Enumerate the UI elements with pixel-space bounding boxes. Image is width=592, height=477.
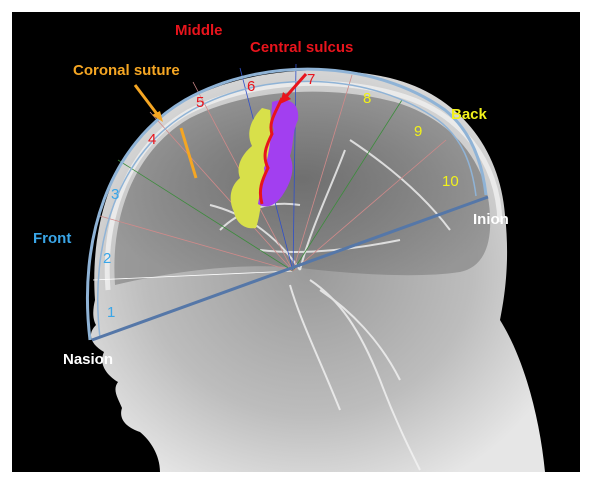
label-central-sulcus: Central sulcus — [250, 39, 353, 56]
label-front: Front — [33, 230, 71, 247]
segment-6: 6 — [247, 78, 255, 95]
segment-8: 8 — [363, 90, 371, 107]
segment-3: 3 — [111, 186, 119, 203]
segment-7: 7 — [307, 71, 315, 88]
segment-2: 2 — [103, 250, 111, 267]
label-inion: Inion — [473, 211, 509, 228]
label-back: Back — [451, 106, 488, 123]
label-coronal-suture: Coronal suture — [73, 62, 180, 79]
segment-9: 9 — [414, 123, 422, 140]
label-middle: Middle — [175, 22, 223, 39]
label-nasion: Nasion — [63, 351, 113, 368]
segment-1: 1 — [107, 304, 115, 321]
segment-5: 5 — [196, 94, 204, 111]
segment-10: 10 — [442, 173, 459, 190]
segment-4: 4 — [148, 131, 156, 148]
